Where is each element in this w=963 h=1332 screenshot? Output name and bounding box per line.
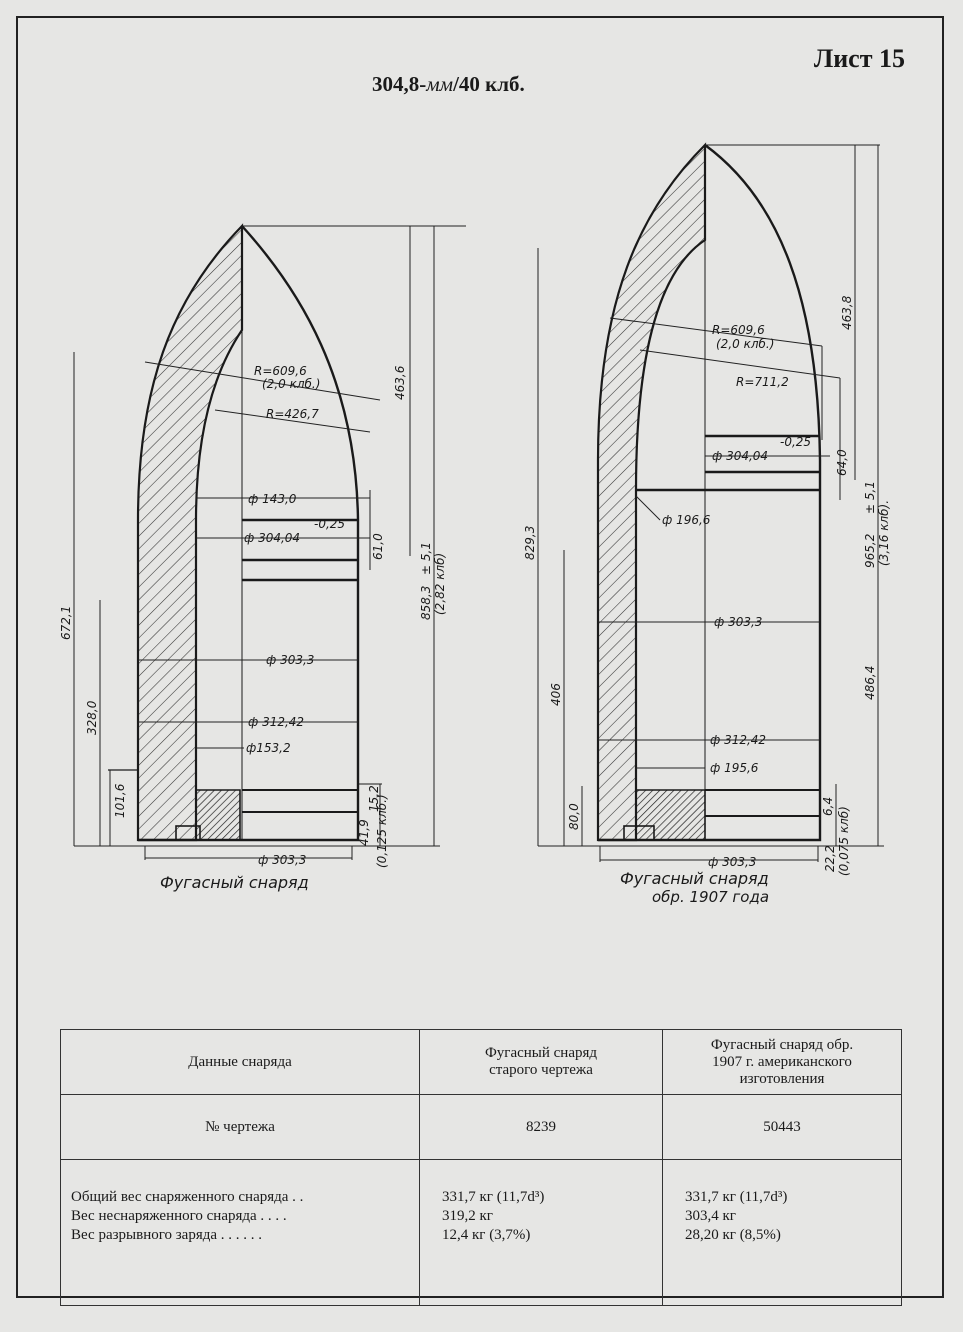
- right-dim-h9652: 965,2: [863, 534, 877, 568]
- value-total-old: 331,7 кг (11,7d³): [442, 1189, 545, 1205]
- label-charge-weight: Вес разрывного заряда . . . . . .: [71, 1227, 263, 1243]
- right-dim-h8293: 829,3: [523, 526, 537, 560]
- left-dim-h6721: 672,1: [59, 606, 73, 640]
- value-total-1907: 331,7 кг (11,7d³): [685, 1189, 788, 1205]
- title-caliber: 304,8-: [372, 72, 427, 96]
- left-shell-base: [195, 789, 241, 841]
- header-1907-shell: Фугасный снаряд обр. 1907 г. американско…: [662, 1029, 902, 1095]
- right-dim-h406: 406: [549, 683, 563, 706]
- sheet-number: Лист 15: [813, 44, 905, 73]
- right-dim-d196: ф 196,6: [662, 513, 711, 527]
- right-dim-h4638: 463,8: [840, 295, 854, 330]
- right-dim-d304: ф 304,04: [712, 449, 768, 463]
- page-title: 304,8-мм/40 клб.: [372, 72, 525, 97]
- right-dim-h64: 6,4: [821, 797, 835, 816]
- value-charge-old: 12,4 кг (3,7%): [442, 1227, 531, 1243]
- left-dim-h419: 41,9: [357, 819, 371, 846]
- left-dim-h1016: 101,6: [113, 783, 127, 818]
- shell-drawings: R=609,6 (2,0 клб.) R=426,7 ф 143,0 ф 304…: [59, 142, 891, 906]
- header-data: Данные снаряда: [60, 1029, 420, 1095]
- title-rest: /40 клб.: [453, 72, 525, 96]
- right-dim-h4864: 486,4: [863, 666, 877, 700]
- drawing-number-1907: 50443: [662, 1094, 902, 1160]
- label-total-weight: Общий вес снаряженного снаряда . .: [71, 1189, 304, 1205]
- left-dim-d312: ф 312,42: [248, 715, 304, 729]
- left-caption: Фугасный снаряд: [160, 873, 309, 892]
- right-dim-r1-sub: (2,0 клб.): [716, 337, 774, 351]
- right-dim-d64: 64,0: [835, 449, 849, 476]
- left-dim-h8583-sub: (2,82 клб): [433, 553, 447, 615]
- value-charge-1907: 28,20 кг (8,5%): [685, 1227, 781, 1243]
- left-shell-outline: [138, 225, 360, 842]
- right-shell-wall: [596, 142, 707, 842]
- left-dim-d303b: ф 303,3: [258, 853, 306, 867]
- drawing-number-label: № чертежа: [60, 1094, 420, 1160]
- table-row-drawing-number: № чертежа 8239 50443: [60, 1094, 902, 1160]
- left-dim-h3280: 328,0: [85, 700, 99, 735]
- right-dim-d195: ф 195,6: [710, 761, 759, 775]
- shell-data-table: Данные снаряда Фугасный снаряд старого ч…: [60, 1029, 902, 1306]
- left-shell-wall: [136, 223, 244, 842]
- right-dim-d304-tol: -0,25: [780, 435, 811, 449]
- left-dim-h152: 15,2: [367, 785, 381, 812]
- left-dim-d304-tol: -0,25: [314, 517, 345, 531]
- right-dim-r1: R=609,6: [712, 323, 765, 337]
- left-dim-d303: ф 303,3: [266, 653, 314, 667]
- right-caption-2: обр. 1907 года: [652, 888, 769, 906]
- left-dim-h419-sub: (0,125 клб.): [375, 794, 389, 868]
- left-dimension-lines: [73, 225, 466, 860]
- right-dim-d303b: ф 303,3: [708, 855, 756, 869]
- right-caption: Фугасный снаряд: [620, 869, 769, 888]
- right-dim-d312: ф 312,42: [710, 733, 766, 747]
- left-dim-d143: ф 143,0: [248, 492, 297, 506]
- left-dim-d304: ф 304,04: [244, 531, 300, 545]
- left-dim-h8583-tol: ± 5,1: [419, 542, 433, 575]
- value-empty-old: 319,2 кг: [442, 1208, 493, 1224]
- value-empty-1907: 303,4 кг: [685, 1208, 736, 1224]
- table-row-weights: Общий вес снаряженного снаряда . . Вес н…: [60, 1159, 902, 1306]
- right-dim-h222-sub: (0,075 клб): [837, 806, 851, 876]
- weight-values-1907: 331,7 кг (11,7d³) 303,4 кг 28,20 кг (8,5…: [662, 1159, 902, 1306]
- header-old-shell: Фугасный снаряд старого чертежа: [419, 1029, 663, 1095]
- label-empty-weight: Вес неснаряженного снаряда . . . .: [71, 1208, 287, 1224]
- table-header-row: Данные снаряда Фугасный снаряд старого ч…: [60, 1029, 902, 1095]
- left-dim-r2: R=426,7: [266, 407, 319, 421]
- left-shell: [108, 223, 382, 842]
- left-dim-r1: R=609,6: [254, 364, 307, 378]
- right-dim-h9652-tol: ± 5,1: [863, 481, 877, 514]
- right-dim-r2: R=711,2: [736, 375, 789, 389]
- drawing-number-old: 8239: [419, 1094, 663, 1160]
- right-dim-h222: 22,2: [823, 845, 837, 872]
- right-dim-h800: 80,0: [567, 803, 581, 830]
- title-unit: мм: [426, 72, 454, 96]
- left-dim-h8583: 858,3: [419, 586, 433, 620]
- right-shell-outline: [598, 144, 822, 842]
- weight-labels: Общий вес снаряженного снаряда . . Вес н…: [60, 1159, 420, 1306]
- weight-values-old: 331,7 кг (11,7d³) 319,2 кг 12,4 кг (3,7%…: [419, 1159, 663, 1306]
- right-dimension-lines: [537, 144, 884, 862]
- left-dim-d6: 61,0: [371, 533, 385, 560]
- left-dim-h4636: 463,6: [393, 365, 407, 400]
- right-dim-d303: ф 303,3: [714, 615, 762, 629]
- right-dim-h9652-sub: (3,16 клб).: [877, 500, 891, 566]
- right-shell: [596, 142, 822, 842]
- left-dim-r1-sub: (2,0 клб.): [262, 377, 320, 391]
- right-shell-base: [635, 789, 706, 841]
- left-dim-d153: ф153,2: [246, 741, 291, 755]
